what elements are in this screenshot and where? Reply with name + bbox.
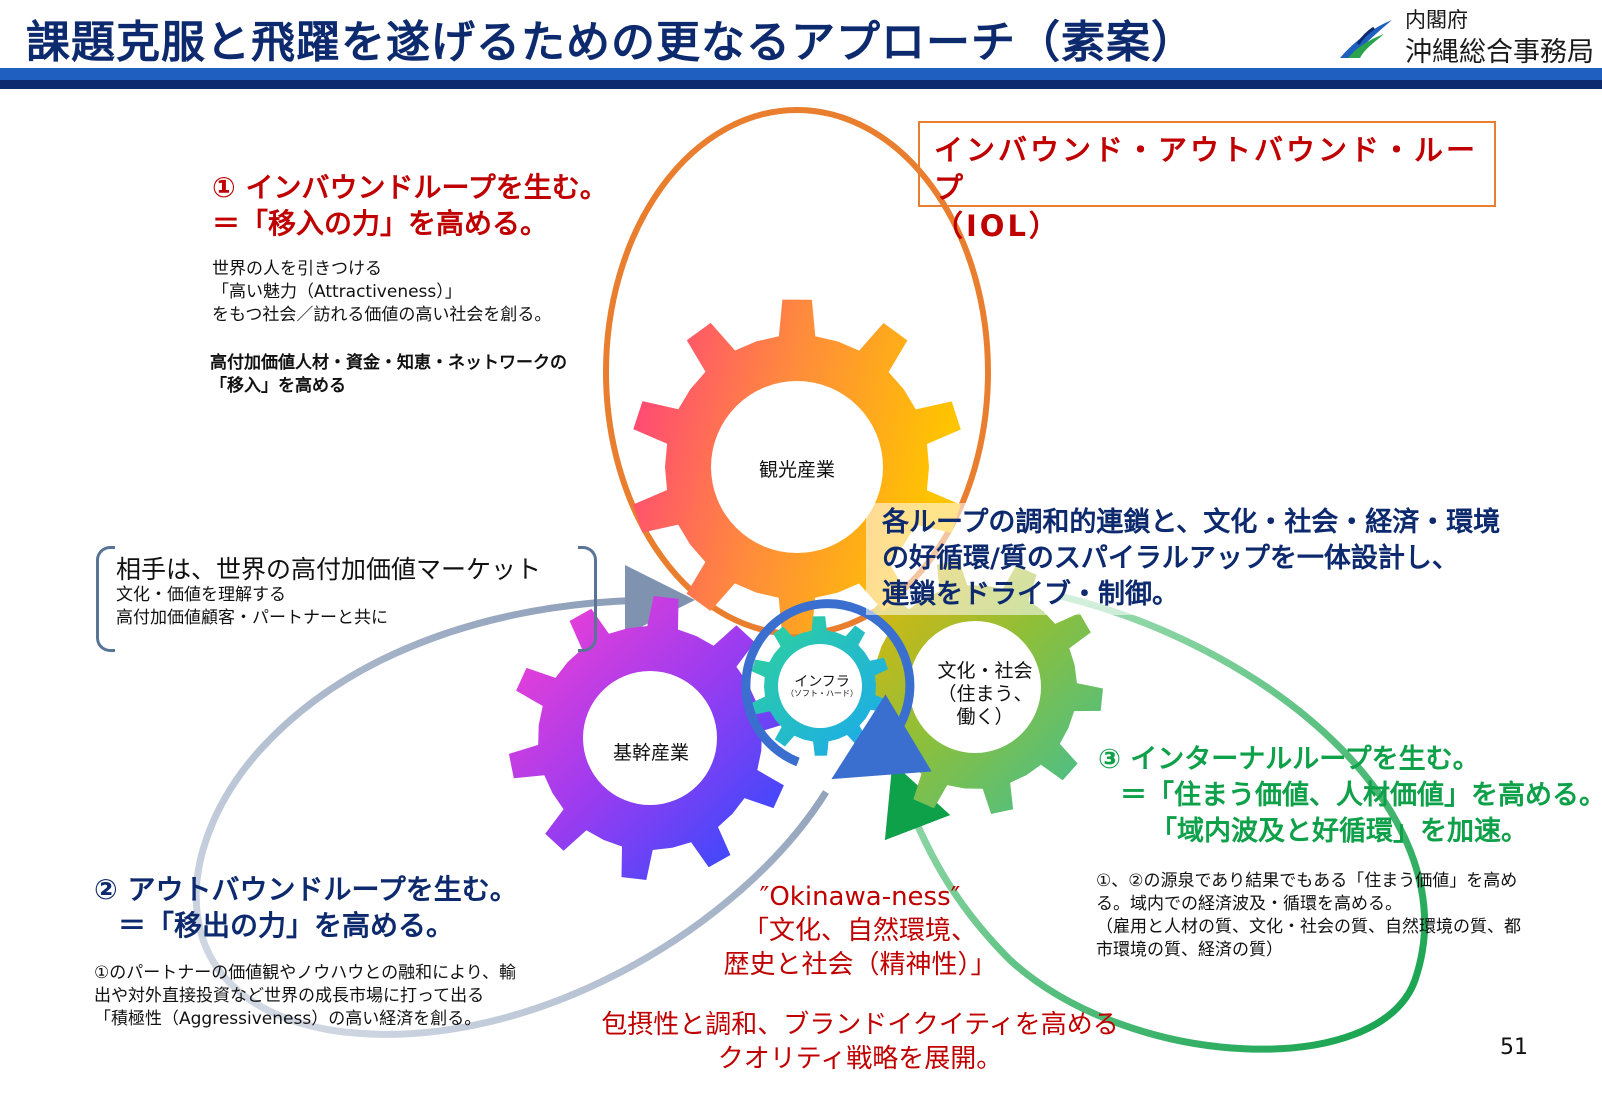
loop2-heading-line1: ② アウトバウンドループを生む。 <box>94 873 518 906</box>
loop1-emphasis: 高付加価値人材・資金・知恵・ネットワークの 「移入」を高める <box>210 352 567 398</box>
okinawa-ness-line1: ″Okinawa-ness″ <box>759 882 961 912</box>
center-message-line1: 各ループの調和的連鎖と、文化・社会・経済・環境 <box>882 507 1501 538</box>
gear-label-culture-line1: 文化・社会 <box>937 660 1033 682</box>
gear-label-infra: インフラ <box>794 674 850 690</box>
market-title: 相手は、世界の高付加価値マーケット <box>116 555 542 584</box>
org-name-line2: 沖縄総合事務局 <box>1405 37 1594 68</box>
iol-title-box: インバウンド・アウトバウンド・ループ （IOL） <box>918 121 1496 243</box>
iol-title-line1: インバウンド・アウトバウンド・ループ <box>934 133 1479 205</box>
gear-label-infra-sub: （ソフト・ハード） <box>786 689 858 698</box>
org-logo-icon <box>1340 20 1392 58</box>
center-message: 各ループの調和的連鎖と、文化・社会・経済・環境 の好循環/質のスパイラルアップを… <box>882 505 1500 613</box>
gear-core-industry <box>508 596 792 880</box>
page-number: 51 <box>1500 1035 1528 1060</box>
page-title: 課題克服と飛躍を遂げるための更なるアプローチ（素案） <box>26 17 1196 68</box>
header-bar-blue <box>0 68 1602 80</box>
loop3-heading-line3: 「域内波及と好循環」を加速。 <box>1150 816 1528 847</box>
market-body-line2: 高付加価値顧客・パートナーと共に <box>116 608 388 628</box>
gear-tourism-hole <box>711 381 883 553</box>
quality-strategy-text: 包摂性と調和、ブランドイクイティを高める クオリティ戦略を展開。 <box>560 1008 1160 1076</box>
loop1-body: 世界の人を引きつける 「高い魅力（Attractiveness）」 をもつ社会／… <box>212 258 551 327</box>
iol-title-line2: （IOL） <box>934 209 1061 243</box>
loop1-body-line2: 「高い魅力（Attractiveness）」 <box>212 282 462 302</box>
gear-label-culture-line3: 働く） <box>956 706 1014 728</box>
quality-strategy-line1: 包摂性と調和、ブランドイクイティを高める <box>601 1010 1119 1040</box>
market-body-line1: 文化・価値を理解する <box>116 585 286 605</box>
gear-label-culture: 文化・社会 （住まう、 働く） <box>925 660 1045 729</box>
okinawa-ness-text: ″Okinawa-ness″ 「文化、自然環境、 歴史と社会（精神性）」 <box>690 880 1030 982</box>
okinawa-ness-line3: 歴史と社会（精神性）」 <box>723 950 997 980</box>
gear-culture-society-hole <box>909 621 1041 753</box>
center-message-backdrop <box>866 503 1516 615</box>
infra-cycle-arrow <box>741 599 932 780</box>
gear-label-culture-line2: （住まう、 <box>937 683 1033 705</box>
loop3-body-line3: （雇用と人材の質、文化・社会の質、自然環境の質、都 <box>1096 917 1521 937</box>
market-body: 文化・価値を理解する 高付加価値顧客・パートナーと共に <box>116 584 388 630</box>
market-bracket-left <box>96 546 115 652</box>
loop1-emphasis-line2: 「移入」を高める <box>210 376 346 396</box>
loop3-body-line1: ①、②の源泉であり結果でもある「住まう価値」を高め <box>1096 871 1518 891</box>
loop1-body-line3: をもつ社会／訪れる価値の高い社会を創る。 <box>212 305 552 325</box>
loop3-body: ①、②の源泉であり結果でもある「住まう価値」を高め る。域内での経済波及・循環を… <box>1096 870 1521 962</box>
market-bracket-right <box>578 546 597 652</box>
loop1-emphasis-line1: 高付加価値人材・資金・知恵・ネットワークの <box>210 353 567 373</box>
org-name-line1: 内閣府 <box>1405 8 1468 32</box>
loop2-body: ①のパートナーの価値観やノウハウとの融和により、輸 出や対外直接投資など世界の成… <box>94 962 516 1031</box>
center-message-line3: 連鎖をドライブ・制御。 <box>882 579 1179 610</box>
loop2-heading: ② アウトバウンドループを生む。 ＝「移出の力」を高める。 <box>94 872 518 944</box>
internal-loop-path <box>884 592 1429 1053</box>
gear-label-tourism: 観光産業 <box>758 459 835 481</box>
loop2-body-line3: 「積極性（Aggressiveness）の高い経済を創る。 <box>94 1009 482 1029</box>
loop3-heading-line1: ③ インターナルループを生む。 <box>1098 744 1480 775</box>
loop3-body-line2: る。域内での経済波及・循環を高める。 <box>1096 894 1402 914</box>
center-message-line2: の好循環/質のスパイラルアップを一体設計し、 <box>882 543 1459 574</box>
loop1-body-line1: 世界の人を引きつける <box>212 259 382 279</box>
loop1-heading-line2: ＝「移入の力」を高める。 <box>212 207 549 240</box>
outbound-loop-path <box>192 565 829 1038</box>
gear-core-industry-hole <box>583 671 717 805</box>
quality-strategy-line2: クオリティ戦略を展開。 <box>717 1044 1003 1074</box>
loop2-body-line1: ①のパートナーの価値観やノウハウとの融和により、輸 <box>94 963 517 983</box>
gear-label-core-industry: 基幹産業 <box>612 742 689 764</box>
loop2-heading-line2: ＝「移出の力」を高める。 <box>118 909 455 942</box>
loop3-heading: ③ インターナルループを生む。 ＝「住まう価値、人材価値」を高める。 「域内波及… <box>1098 742 1602 850</box>
loop1-heading-line1: ① インバウンドループを生む。 <box>212 171 608 204</box>
loop2-body-line2: 出や対外直接投資など世界の成長市場に打って出る <box>94 986 485 1006</box>
loop3-body-line4: 市環境の質、経済の質） <box>1096 940 1283 960</box>
loop3-heading-line2: ＝「住まう価値、人材価値」を高める。 <box>1120 780 1602 811</box>
okinawa-ness-line2: 「文化、自然環境、 <box>742 916 977 946</box>
header-bar-navy <box>0 80 1602 89</box>
loop1-heading: ① インバウンドループを生む。 ＝「移入の力」を高める。 <box>212 170 608 242</box>
